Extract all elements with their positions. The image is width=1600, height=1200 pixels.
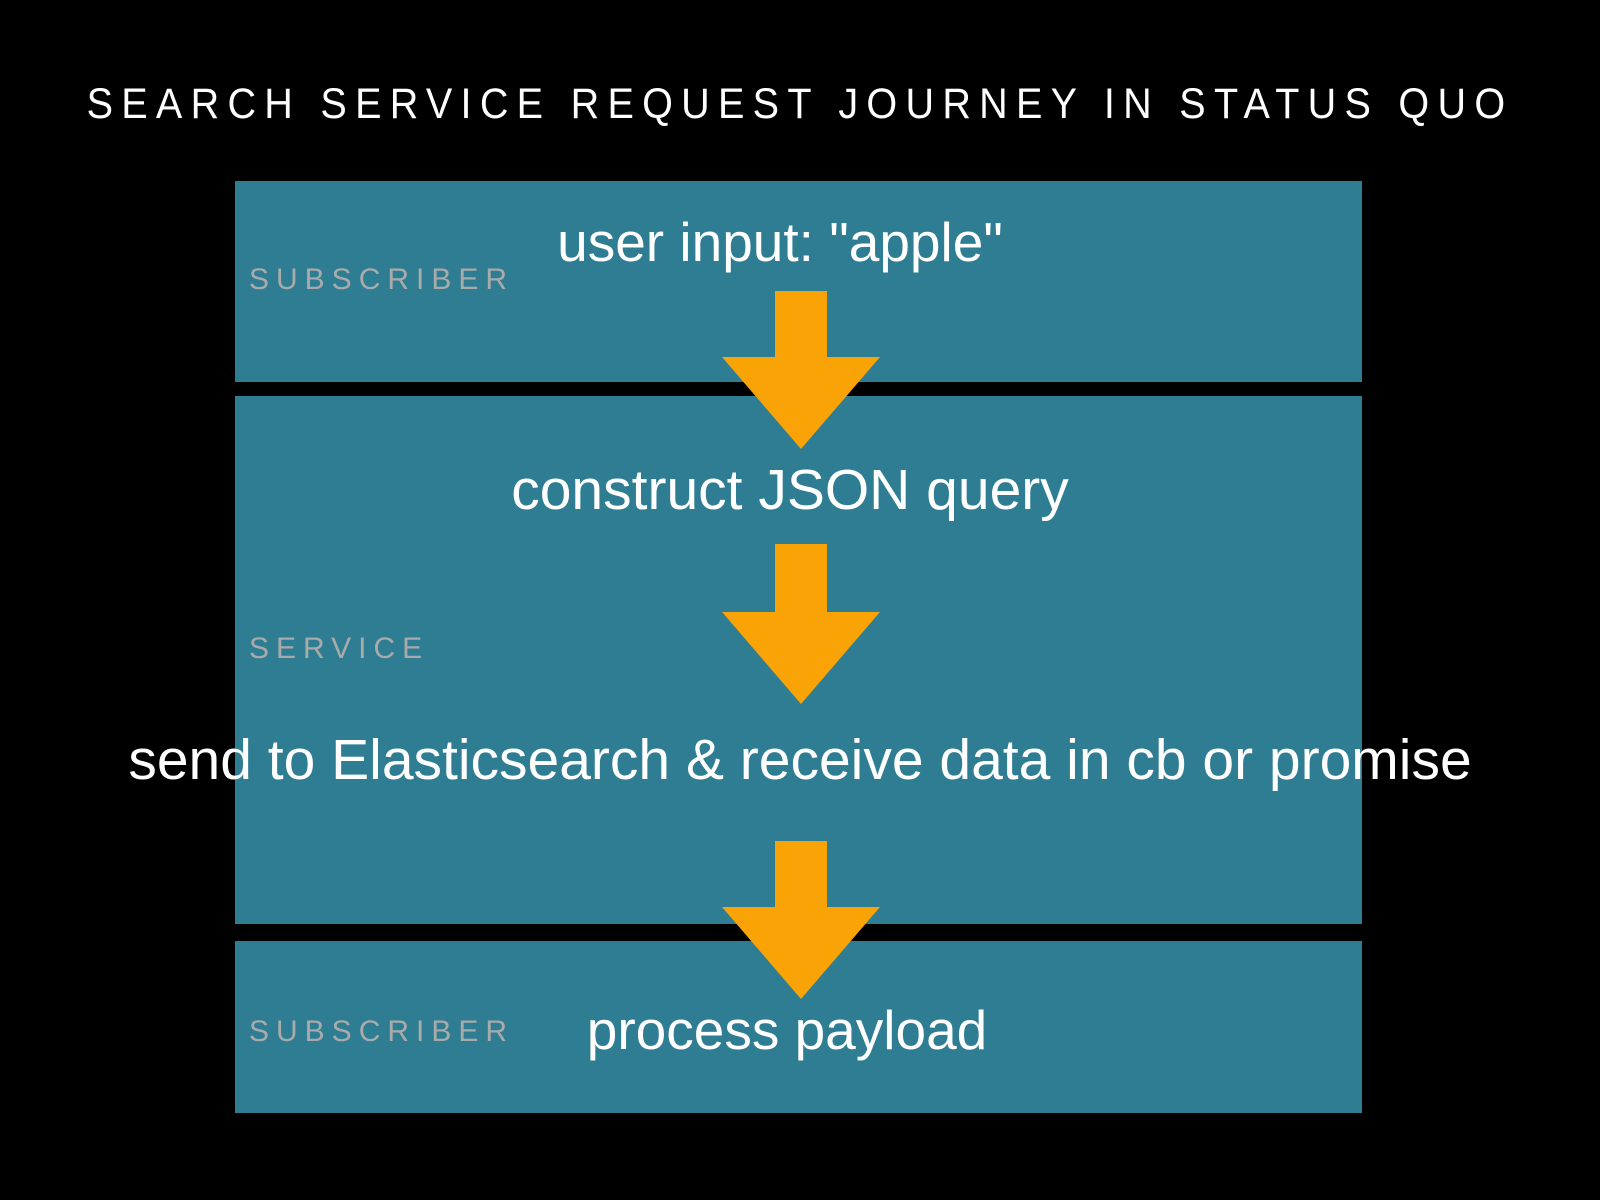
arrow-down-glyph-1	[722, 291, 880, 449]
step-user-input: user input: "apple"	[557, 211, 1003, 273]
arrow-down-icon-2	[711, 544, 891, 704]
page-title: SEARCH SERVICE REQUEST JOURNEY IN STATUS…	[86, 80, 1514, 128]
arrow-down-icon-1	[711, 291, 891, 449]
arrow-down-glyph-3	[722, 841, 880, 999]
step-process-payload: process payload	[586, 999, 988, 1061]
lane-label-subscriber-top: SUBSCRIBER	[249, 263, 515, 296]
lane-label-service: SERVICE	[249, 632, 430, 665]
step-send-to-elasticsearch: send to Elasticsearch & receive data in …	[128, 728, 1472, 792]
arrow-down-glyph-2	[722, 544, 880, 704]
step-construct-json-query: construct JSON query	[511, 458, 1069, 522]
lane-label-subscriber-bottom: SUBSCRIBER	[249, 1015, 515, 1048]
arrow-down-icon-3	[711, 841, 891, 999]
